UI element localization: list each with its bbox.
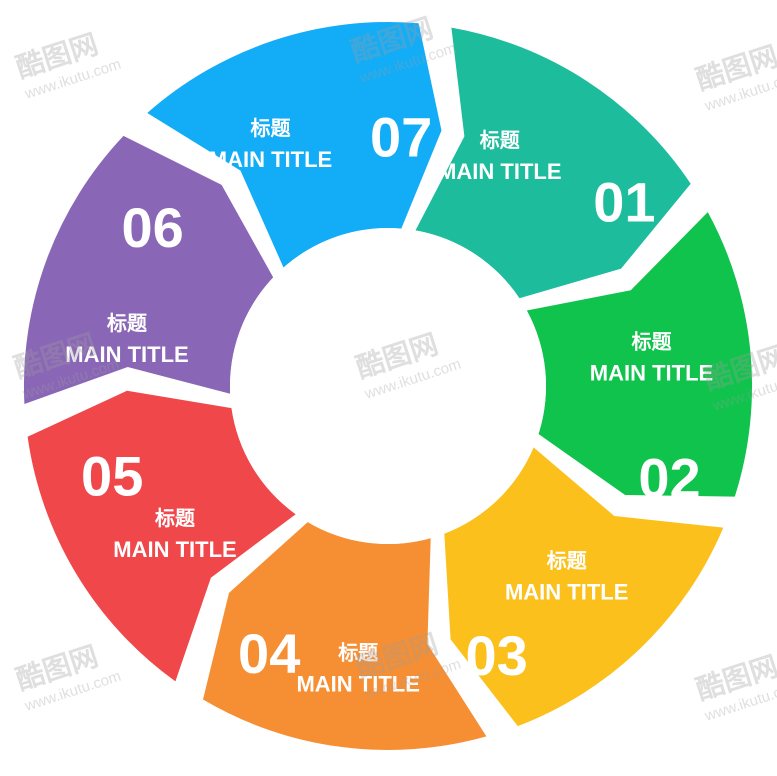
segments-layer [23, 22, 753, 750]
segment-01 [147, 22, 442, 268]
segment-title-en: MAIN TITLE [438, 159, 561, 184]
segment-number: 04 [238, 622, 300, 685]
segment-number: 06 [121, 196, 183, 259]
segment-number: 02 [638, 447, 700, 510]
segment-title-en: MAIN TITLE [296, 671, 419, 696]
segment-title-en: MAIN TITLE [590, 360, 713, 385]
segment-title-cn: 标题 [155, 506, 196, 530]
segment-number: 01 [593, 170, 655, 233]
segment-title-en: MAIN TITLE [113, 537, 236, 562]
segment-title-en: MAIN TITLE [65, 342, 188, 367]
segment-title-cn: 标题 [632, 329, 673, 353]
segment-07 [23, 135, 274, 404]
segment-number: 07 [370, 105, 432, 168]
segment-title-en: MAIN TITLE [505, 580, 628, 605]
segment-title-en: MAIN TITLE [209, 147, 332, 172]
segment-06 [27, 390, 296, 682]
segment-04 [444, 447, 724, 727]
segment-title-cn: 标题 [251, 116, 292, 140]
labels-layer: 01 标题 MAIN TITLE 02 标题 MAIN TITLE 03 标题 MAIN TIT… [65, 105, 713, 696]
segment-title-cn: 标题 [338, 640, 379, 664]
segment-title-cn: 标题 [480, 128, 521, 152]
segment-03 [526, 212, 753, 497]
segment-number: 03 [465, 624, 527, 687]
segment-title-cn: 标题 [107, 311, 148, 335]
segment-02 [415, 27, 691, 299]
center-hole [230, 228, 546, 544]
segment-number: 05 [81, 445, 143, 508]
segment-title-cn: 标题 [547, 549, 588, 573]
segment-05 [203, 522, 487, 750]
